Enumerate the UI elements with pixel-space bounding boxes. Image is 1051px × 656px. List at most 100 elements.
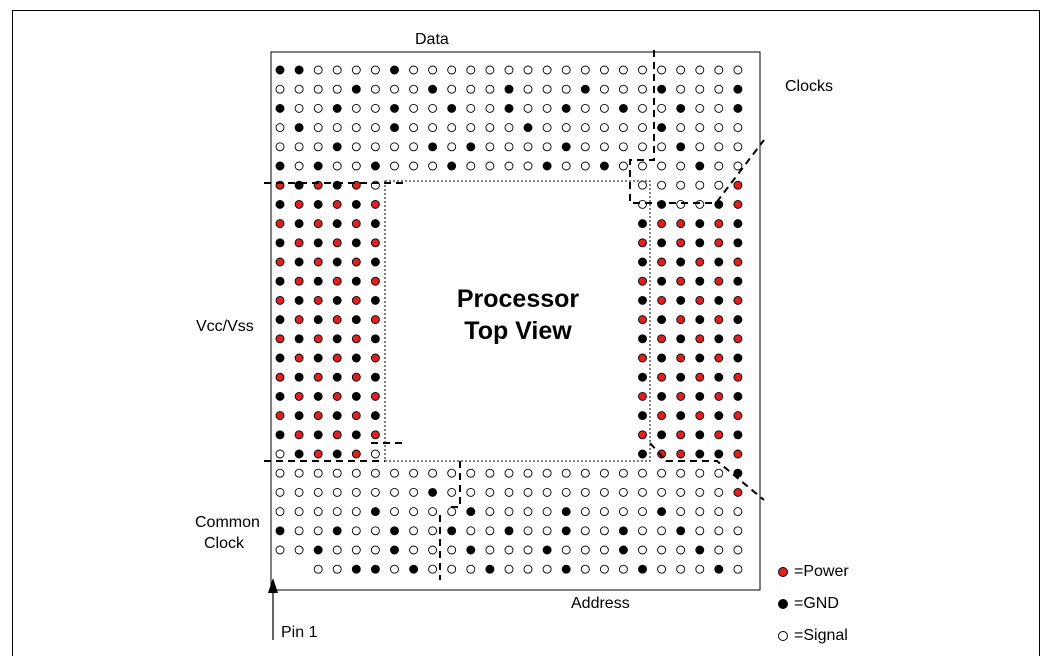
bottom-pin-signal — [370, 468, 380, 478]
right-pin-gnd — [733, 353, 743, 363]
right-pin-power — [695, 334, 705, 344]
left-pin-gnd — [370, 334, 380, 344]
bottom-pin-signal — [676, 468, 686, 478]
top-pin-gnd — [657, 123, 667, 133]
bottom-pin-signal — [313, 487, 323, 497]
top-pin-signal — [561, 84, 571, 94]
bottom-pin-signal — [447, 487, 457, 497]
right-pin-gnd — [695, 315, 705, 325]
bottom-pin-signal — [618, 564, 628, 574]
bottom-pin-signal — [428, 545, 438, 555]
left-pin-power — [313, 257, 323, 267]
right-pin-gnd — [733, 276, 743, 286]
bottom-pin-signal — [599, 507, 609, 517]
top-pin-gnd — [599, 161, 609, 171]
top-pin-signal — [447, 142, 457, 152]
right-pin-gnd — [695, 238, 705, 248]
bottom-pin-gnd — [657, 507, 667, 517]
top-pin-signal — [714, 65, 724, 75]
right-pin-power — [676, 219, 686, 229]
top-pin-gnd — [523, 123, 533, 133]
left-pin-power — [313, 411, 323, 421]
top-pin-signal — [561, 123, 571, 133]
left-pin-power — [370, 315, 380, 325]
bottom-pin-signal — [523, 564, 533, 574]
top-pin-signal — [351, 103, 361, 113]
bottom-pin-signal — [523, 468, 533, 478]
top-pin-signal — [332, 65, 342, 75]
right-pin-power — [714, 315, 724, 325]
top-pin-signal — [294, 103, 304, 113]
top-pin-signal — [638, 65, 647, 75]
top-pin-gnd — [504, 103, 514, 113]
left-pin-power — [332, 199, 342, 209]
top-pin-signal — [523, 161, 533, 171]
bottom-pin-signal — [676, 545, 686, 555]
left-pin-gnd — [332, 449, 342, 459]
top-pin-signal — [733, 161, 743, 171]
left-pin-power — [313, 372, 323, 382]
bottom-pin-signal — [485, 545, 495, 555]
top-pin-gnd — [275, 103, 285, 113]
top-pin-gnd — [733, 84, 743, 94]
right-pin-gnd — [695, 353, 705, 363]
top-pin-gnd — [275, 65, 285, 75]
right-pin-power — [733, 411, 743, 421]
left-pin-gnd — [275, 430, 285, 440]
left-pin-gnd — [351, 276, 361, 286]
bottom-pin-signal — [466, 487, 476, 497]
left-pin-gnd — [275, 199, 285, 209]
bottom-pin-gnd — [561, 564, 571, 574]
left-pin-power — [332, 315, 342, 325]
bottom-pin-signal — [390, 507, 399, 517]
top-pin-signal — [676, 161, 686, 171]
top-pin-gnd — [294, 123, 304, 133]
clock-pin-signal — [657, 180, 667, 190]
bottom-pin-signal — [294, 545, 304, 555]
top-pin-signal — [733, 142, 743, 152]
right-pin-gnd — [638, 219, 647, 229]
top-pin-signal — [657, 103, 667, 113]
top-pin-signal — [390, 142, 399, 152]
bottom-pin-signal — [695, 526, 705, 536]
top-pin-signal — [618, 84, 628, 94]
right-pin-power — [733, 449, 743, 459]
bottom-pin-signal — [428, 564, 438, 574]
label-clocks: Clocks — [785, 78, 834, 95]
legend-gnd: =GND — [778, 594, 839, 614]
bottom-pin-gnd — [561, 507, 571, 517]
top-pin-signal — [695, 65, 705, 75]
left-pin-gnd — [370, 372, 380, 382]
right-pin-power — [695, 295, 705, 305]
top-pin-signal — [466, 103, 476, 113]
right-pin-gnd — [657, 315, 667, 325]
right-pin-power — [676, 276, 686, 286]
right-pin-gnd — [733, 238, 743, 248]
bottom-pin-signal — [390, 487, 399, 497]
top-pin-signal — [695, 84, 705, 94]
bottom-pin-signal — [466, 468, 476, 478]
left-pin-power — [313, 295, 323, 305]
right-pin-gnd — [714, 449, 724, 459]
figure-frame — [12, 10, 1040, 656]
right-pin-gnd — [676, 411, 686, 421]
bottom-pin-power — [733, 487, 743, 497]
top-pin-signal — [485, 142, 495, 152]
left-pin-gnd — [332, 257, 342, 267]
top-pin-signal — [657, 161, 667, 171]
right-pin-power — [638, 238, 647, 248]
bottom-pin-signal — [695, 564, 705, 574]
right-pin-gnd — [638, 295, 647, 305]
right-pin-power — [714, 430, 724, 440]
bottom-pin-signal — [332, 487, 342, 497]
legend-gnd-label: =GND — [794, 595, 839, 612]
top-pin-signal — [542, 84, 552, 94]
left-pin-power — [332, 430, 342, 440]
bottom-pin-signal — [332, 564, 342, 574]
left-pin-gnd — [313, 391, 323, 401]
bottom-pin-signal — [695, 487, 705, 497]
left-pin-gnd — [351, 199, 361, 209]
right-pin-gnd — [657, 276, 667, 286]
top-pin-signal — [370, 65, 380, 75]
right-pin-power — [676, 353, 686, 363]
